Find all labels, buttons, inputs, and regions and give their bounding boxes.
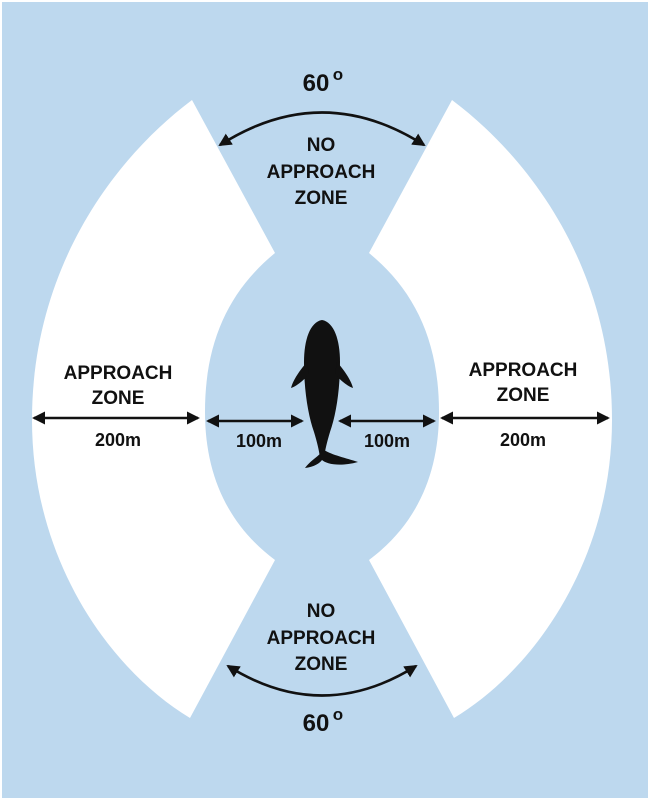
bottom-angle-label: 60 xyxy=(303,710,330,737)
right-approach-line2: ZONE xyxy=(497,385,550,406)
bottom-no-approach-line3: ZONE xyxy=(295,654,348,675)
top-no-approach-line3: ZONE xyxy=(295,188,348,209)
inner-right-distance: 100m xyxy=(364,431,410,451)
right-approach-line1: APPROACH xyxy=(469,360,578,381)
left-approach-line2: ZONE xyxy=(92,388,145,409)
right-approach-distance: 200m xyxy=(500,430,546,450)
top-no-approach-line2: APPROACH xyxy=(267,162,376,183)
bottom-no-approach-line1: NO xyxy=(307,601,336,622)
top-no-approach-line1: NO xyxy=(307,135,336,156)
top-angle-arc xyxy=(218,111,426,147)
bottom-angle-arc xyxy=(226,664,418,697)
bottom-no-approach-line2: APPROACH xyxy=(267,628,376,649)
left-approach-line1: APPROACH xyxy=(64,363,173,384)
right-approach-zone xyxy=(369,100,612,718)
top-angle-label: 60 xyxy=(303,70,330,97)
inner-left-distance: 100m xyxy=(236,431,282,451)
whale-icon xyxy=(291,320,358,468)
left-approach-distance: 200m xyxy=(95,430,141,450)
top-angle-degree-symbol: o xyxy=(333,65,343,84)
left-approach-zone xyxy=(32,100,275,718)
bottom-angle-degree-symbol: o xyxy=(333,705,343,724)
